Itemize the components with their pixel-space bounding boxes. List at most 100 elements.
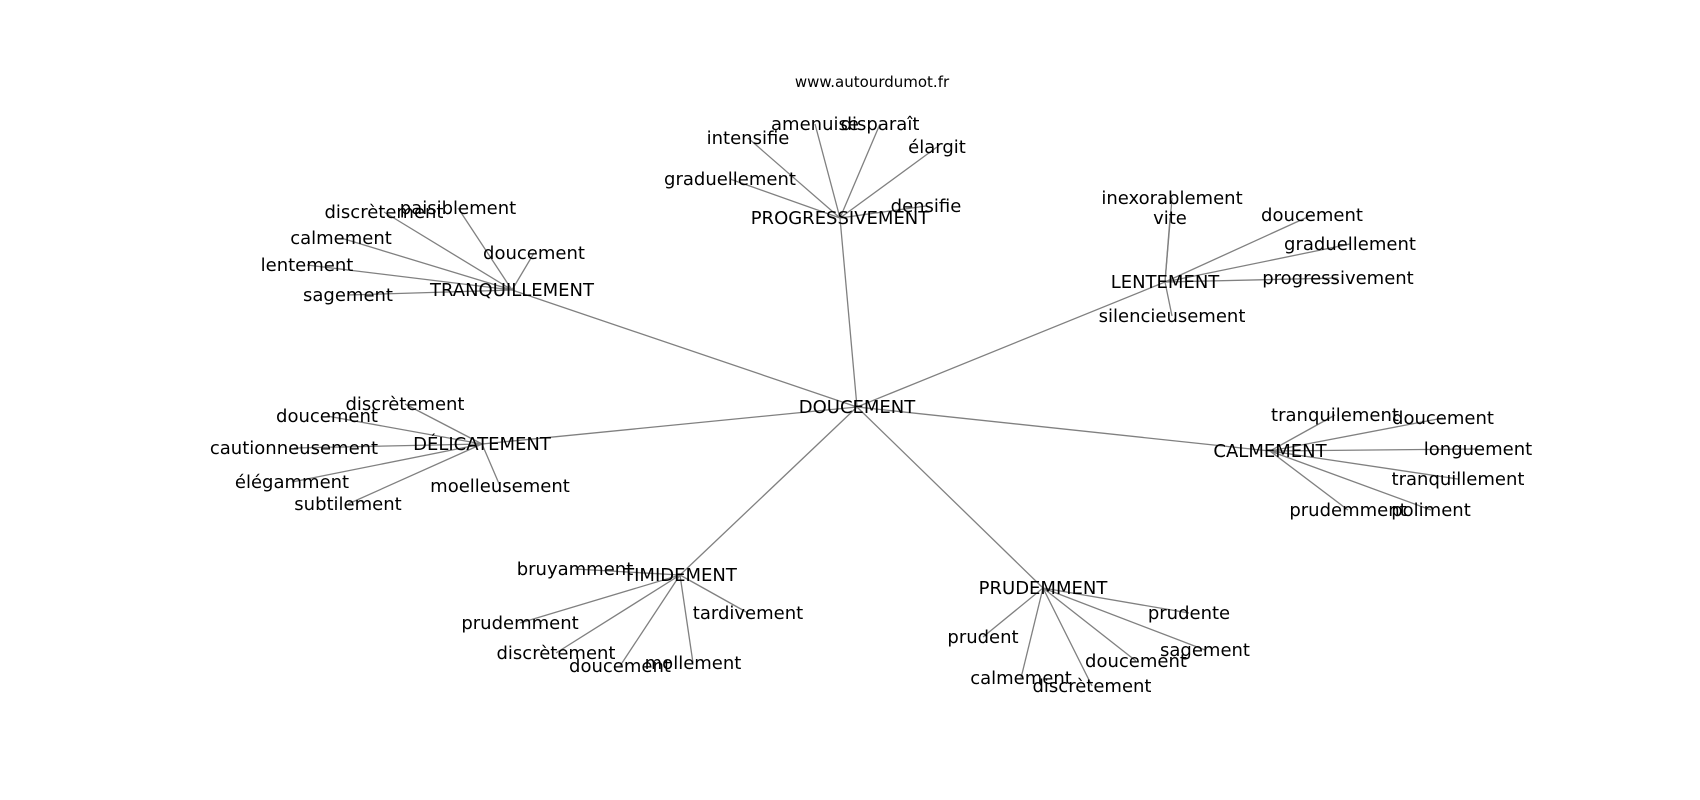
edge-timidement-leaf-5 bbox=[679, 574, 694, 664]
edge-tranquillement-leaf-0 bbox=[383, 211, 513, 291]
edge-calmement-leaf-5 bbox=[1269, 450, 1432, 511]
edge-timidement-leaf-1 bbox=[679, 574, 749, 614]
leaf-node-timidement[interactable]: doucement bbox=[569, 656, 671, 677]
edge-lentement-leaf-1 bbox=[1164, 217, 1171, 283]
leaf-node-timidement[interactable]: mollement bbox=[645, 653, 742, 674]
edge-tranquillement-leaf-2 bbox=[340, 237, 513, 291]
leaf-node-calmement[interactable]: tranquillement bbox=[1392, 469, 1525, 490]
edge-calmement-leaf-3 bbox=[1269, 450, 1459, 480]
leaf-node-progressivement[interactable]: élargit bbox=[908, 137, 966, 158]
edge-calmement-leaf-2 bbox=[1269, 448, 1479, 452]
edge-calmement-leaf-0 bbox=[1269, 414, 1336, 452]
leaf-node-progressivement[interactable]: intensifie bbox=[707, 128, 790, 149]
edge-progressivement-leaf-4 bbox=[729, 178, 841, 219]
edge-timidement-leaf-4 bbox=[619, 574, 681, 667]
leaf-node-calmement[interactable]: tranquilement bbox=[1271, 405, 1399, 426]
leaf-node-delicatement[interactable]: moelleusement bbox=[430, 476, 570, 497]
leaf-node-calmement[interactable]: prudemment bbox=[1289, 500, 1406, 521]
edge-progressivement-leaf-3 bbox=[839, 146, 938, 219]
edge-tranquillement-leaf-1 bbox=[457, 207, 513, 291]
leaf-node-delicatement[interactable]: subtilement bbox=[294, 494, 401, 515]
leaf-node-prudemment[interactable]: prudent bbox=[947, 627, 1018, 648]
leaf-node-prudemment[interactable]: discrètement bbox=[1033, 676, 1152, 697]
edge-delicatement-leaf-3 bbox=[291, 443, 483, 483]
leaf-node-timidement[interactable]: bruyamment bbox=[517, 559, 634, 580]
leaf-node-delicatement[interactable]: élégamment bbox=[235, 472, 349, 493]
hub-node-prudemment[interactable]: PRUDEMMENT bbox=[979, 578, 1109, 599]
leaf-node-tranquillement[interactable]: discrètement bbox=[325, 202, 444, 223]
hub-node-lentement[interactable]: LENTEMENT bbox=[1111, 272, 1221, 293]
edge-prudemment-leaf-5 bbox=[1042, 587, 1093, 687]
leaf-node-calmement[interactable]: poliment bbox=[1391, 500, 1471, 521]
leaf-node-prudemment[interactable]: calmement bbox=[970, 668, 1072, 689]
leaf-node-delicatement[interactable]: doucement bbox=[276, 406, 378, 427]
leaf-node-tranquillement[interactable]: lentement bbox=[261, 255, 354, 276]
graph-edges bbox=[291, 123, 1479, 687]
hub-node-progressivement[interactable]: PROGRESSIVEMENT bbox=[751, 208, 931, 229]
edge-tranquillement-leaf-5 bbox=[347, 289, 513, 296]
edge-timidement-leaf-2 bbox=[519, 574, 681, 624]
edge-center-tranquillement bbox=[511, 289, 858, 408]
edge-lentement-leaf-4 bbox=[1164, 277, 1339, 283]
edge-delicatement-leaf-0 bbox=[404, 403, 483, 445]
edge-tranquillement-leaf-3 bbox=[511, 252, 535, 291]
edge-delicatement-leaf-2 bbox=[293, 443, 483, 449]
leaf-node-prudemment[interactable]: sagement bbox=[1160, 640, 1250, 661]
leaf-node-lentement[interactable]: graduellement bbox=[1284, 234, 1416, 255]
edge-prudemment-leaf-1 bbox=[982, 587, 1044, 638]
leaf-node-progressivement[interactable]: disparaît bbox=[841, 114, 920, 135]
leaf-node-prudemment[interactable]: prudente bbox=[1148, 603, 1230, 624]
leaf-node-progressivement[interactable]: graduellement bbox=[664, 169, 796, 190]
edge-center-prudemment bbox=[856, 406, 1044, 589]
leaf-node-calmement[interactable]: longuement bbox=[1424, 439, 1532, 460]
edge-center-progressivement bbox=[839, 217, 858, 408]
leaf-node-lentement[interactable]: silencieusement bbox=[1099, 306, 1246, 327]
leaf-node-lentement[interactable]: inexorablement bbox=[1101, 188, 1242, 209]
edge-timidement-leaf-3 bbox=[555, 574, 681, 654]
leaf-node-tranquillement[interactable]: sagement bbox=[303, 285, 393, 306]
hub-node-timidement[interactable]: TIMIDEMENT bbox=[622, 565, 738, 586]
edge-center-timidement bbox=[679, 406, 858, 576]
edge-progressivement-leaf-2 bbox=[747, 137, 841, 219]
edge-progressivement-leaf-1 bbox=[839, 123, 881, 219]
leaf-node-tranquillement[interactable]: calmement bbox=[290, 228, 392, 249]
edge-prudemment-leaf-2 bbox=[1042, 587, 1206, 651]
watermark-text: www.autourdumot.fr bbox=[795, 73, 950, 91]
edge-tranquillement-leaf-4 bbox=[306, 264, 513, 291]
graph-labels: DOUCEMENT PROGRESSIVEMENT amenuisedisparaî… bbox=[210, 114, 1532, 697]
leaf-node-tranquillement[interactable]: doucement bbox=[483, 243, 585, 264]
leaf-node-progressivement[interactable]: amenuise bbox=[771, 114, 859, 135]
leaf-node-tranquillement[interactable]: paisiblement bbox=[400, 198, 516, 219]
edge-prudemment-leaf-3 bbox=[1042, 587, 1137, 662]
leaf-node-lentement[interactable]: vite bbox=[1153, 208, 1187, 229]
hub-node-calmement[interactable]: CALMEMENT bbox=[1213, 441, 1327, 462]
edge-lentement-leaf-5 bbox=[1164, 281, 1173, 317]
leaf-node-progressivement[interactable]: densifie bbox=[891, 196, 962, 217]
edge-calmement-leaf-1 bbox=[1269, 417, 1444, 452]
leaf-node-prudemment[interactable]: doucement bbox=[1085, 651, 1187, 672]
edge-delicatement-leaf-1 bbox=[326, 415, 483, 445]
hub-node-tranquillement[interactable]: TRANQUILLEMENT bbox=[429, 280, 595, 301]
hub-node-delicatement[interactable]: DÉLICATEMENT bbox=[413, 433, 552, 455]
leaf-node-lentement[interactable]: doucement bbox=[1261, 205, 1363, 226]
leaf-node-delicatement[interactable]: cautionneusement bbox=[210, 438, 378, 459]
edge-center-delicatement bbox=[481, 406, 858, 445]
edge-progressivement-leaf-0 bbox=[814, 123, 841, 219]
edge-prudemment-leaf-0 bbox=[1042, 587, 1190, 614]
leaf-node-timidement[interactable]: tardivement bbox=[693, 603, 803, 624]
edge-center-calmement bbox=[856, 406, 1271, 452]
edge-delicatement-leaf-4 bbox=[347, 443, 483, 505]
leaf-node-delicatement[interactable]: discrètement bbox=[346, 394, 465, 415]
edge-lentement-leaf-2 bbox=[1164, 214, 1313, 283]
edge-lentement-leaf-3 bbox=[1164, 243, 1351, 283]
leaf-node-timidement[interactable]: prudemment bbox=[461, 613, 578, 634]
leaf-node-calmement[interactable]: doucement bbox=[1392, 408, 1494, 429]
edge-prudemment-leaf-4 bbox=[1020, 587, 1044, 679]
edge-delicatement-leaf-5 bbox=[481, 443, 501, 487]
leaf-node-lentement[interactable]: progressivement bbox=[1262, 268, 1414, 289]
edge-progressivement-leaf-5 bbox=[839, 205, 927, 219]
edge-center-lentement bbox=[856, 281, 1166, 408]
center-node[interactable]: DOUCEMENT bbox=[799, 397, 917, 418]
leaf-node-timidement[interactable]: discrètement bbox=[497, 643, 616, 664]
